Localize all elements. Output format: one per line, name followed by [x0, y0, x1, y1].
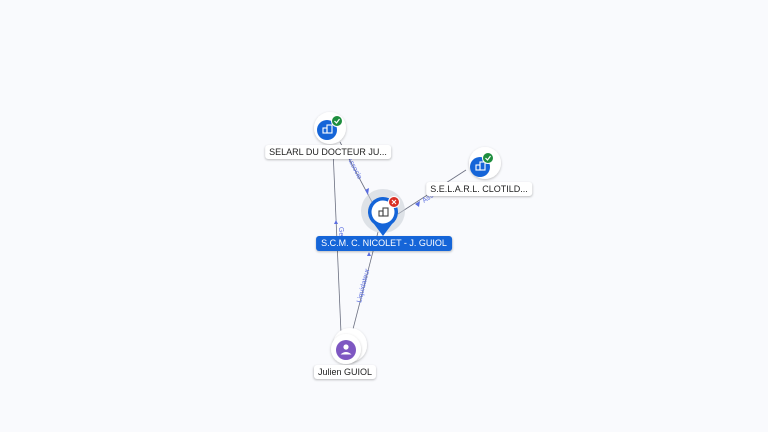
node-selarl-clotild[interactable]	[469, 147, 501, 179]
edge-arrow-julien-docteur	[334, 220, 338, 224]
node-label-selarl-clotild[interactable]: S.E.L.A.R.L. CLOTILD...	[426, 182, 532, 196]
node-main-company[interactable]	[361, 189, 405, 236]
active-status-icon	[482, 152, 494, 164]
node-label-julien-guiol[interactable]: Julien GUIOL	[313, 365, 377, 379]
edge-arrow-julien-main	[367, 252, 371, 256]
edge-arrow-clotild-main	[415, 201, 420, 207]
node-julien-guiol[interactable]	[331, 328, 367, 364]
edge-label-julien-main: Liquidateur	[356, 268, 371, 304]
node-selarl-docteur[interactable]	[314, 112, 346, 144]
close-icon	[391, 199, 397, 205]
building-icon	[475, 161, 486, 171]
building-icon	[378, 207, 389, 217]
check-icon	[334, 118, 340, 124]
node-label-main-company[interactable]: S.C.M. C. NICOLET - J. GUIOL	[316, 236, 452, 251]
person-marker	[336, 340, 356, 360]
edge-label-docteur-main: Associe	[345, 156, 363, 181]
node-label-selarl-docteur[interactable]: SELARL DU DOCTEUR JU...	[265, 145, 391, 159]
active-status-icon	[331, 115, 343, 127]
edge-arrow-docteur-main	[365, 188, 369, 195]
person-icon	[340, 344, 352, 355]
check-icon	[485, 155, 491, 161]
building-icon	[322, 124, 333, 134]
